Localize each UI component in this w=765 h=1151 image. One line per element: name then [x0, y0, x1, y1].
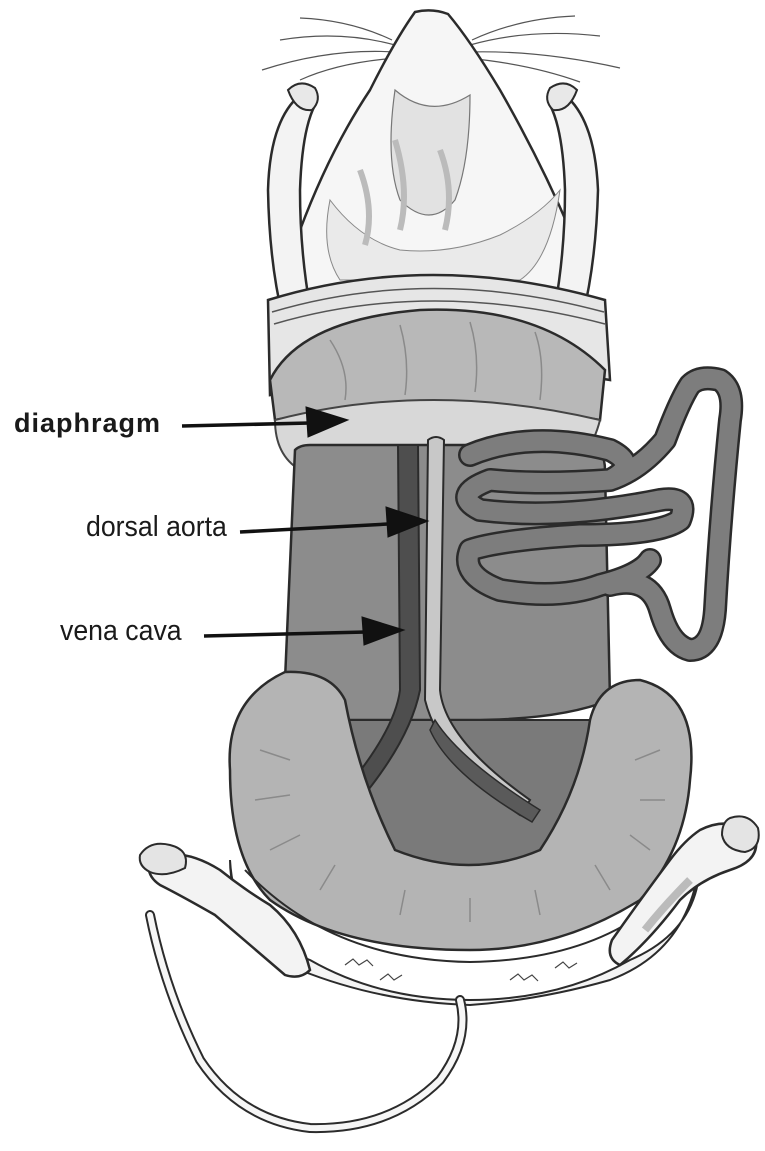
left-hindpaw — [140, 844, 186, 875]
label-dorsal-aorta: dorsal aorta — [86, 513, 227, 542]
label-vena-cava: vena cava — [60, 617, 182, 646]
right-hindpaw — [722, 816, 759, 852]
label-diaphragm: diaphragm — [14, 410, 161, 437]
